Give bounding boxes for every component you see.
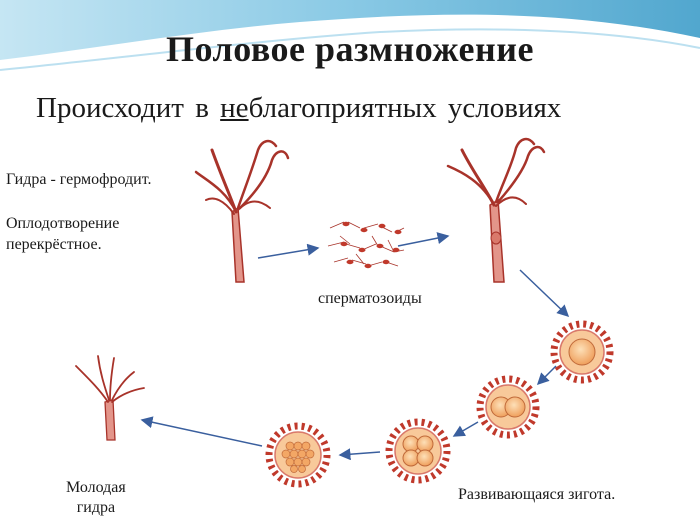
cycle-arrows	[140, 232, 570, 461]
young-hydra-label: Молодая гидра	[66, 478, 126, 518]
subtitle-start: Происходит в	[36, 92, 221, 124]
sperm-cluster	[327, 221, 405, 269]
arrow-embryo4-to-young-hydra	[140, 416, 263, 447]
young-hydra-line2: гидра	[76, 499, 116, 516]
cross-fertilization-label: Оплодотворение перекрёстное.	[6, 213, 119, 255]
subtitle: Происходит в неблагоприятных условиях	[36, 92, 561, 125]
subtitle-underlined: не	[220, 92, 249, 124]
arrow-embryo2-to-embryo3	[452, 421, 479, 437]
sperm-label: сперматозоиды	[318, 290, 422, 307]
cross-fertilization-line2: перекрёстное.	[6, 236, 102, 253]
embryo-stage-1	[550, 320, 614, 384]
young-hydra	[75, 355, 145, 441]
young-hydra-line1: Молодая	[66, 479, 126, 496]
hermaphrodite-label: Гидра - гермофродит.	[6, 171, 152, 188]
arrow-embryo1-to-embryo2	[536, 365, 557, 386]
embryo-stage-3	[385, 418, 451, 484]
arrow-embryo3-to-embryo4	[338, 448, 381, 461]
arrow-hydra-to-sperm	[257, 243, 320, 259]
subtitle-end: благоприятных условиях	[248, 92, 562, 124]
developing-zygote-label: Развивающаяся зигота.	[458, 486, 616, 503]
page-title: Половое размножение	[166, 29, 534, 69]
header-wave-decoration	[0, 0, 700, 71]
adult-hydra-2	[446, 137, 546, 283]
arrow-sperm-to-hydra	[397, 232, 450, 247]
adult-hydra-1	[194, 139, 290, 283]
arrow-hydra-to-embryo	[519, 269, 570, 318]
embryo-stage-4	[265, 422, 331, 488]
cross-fertilization-line1: Оплодотворение	[6, 215, 120, 232]
embryo-stage-2	[476, 375, 540, 439]
